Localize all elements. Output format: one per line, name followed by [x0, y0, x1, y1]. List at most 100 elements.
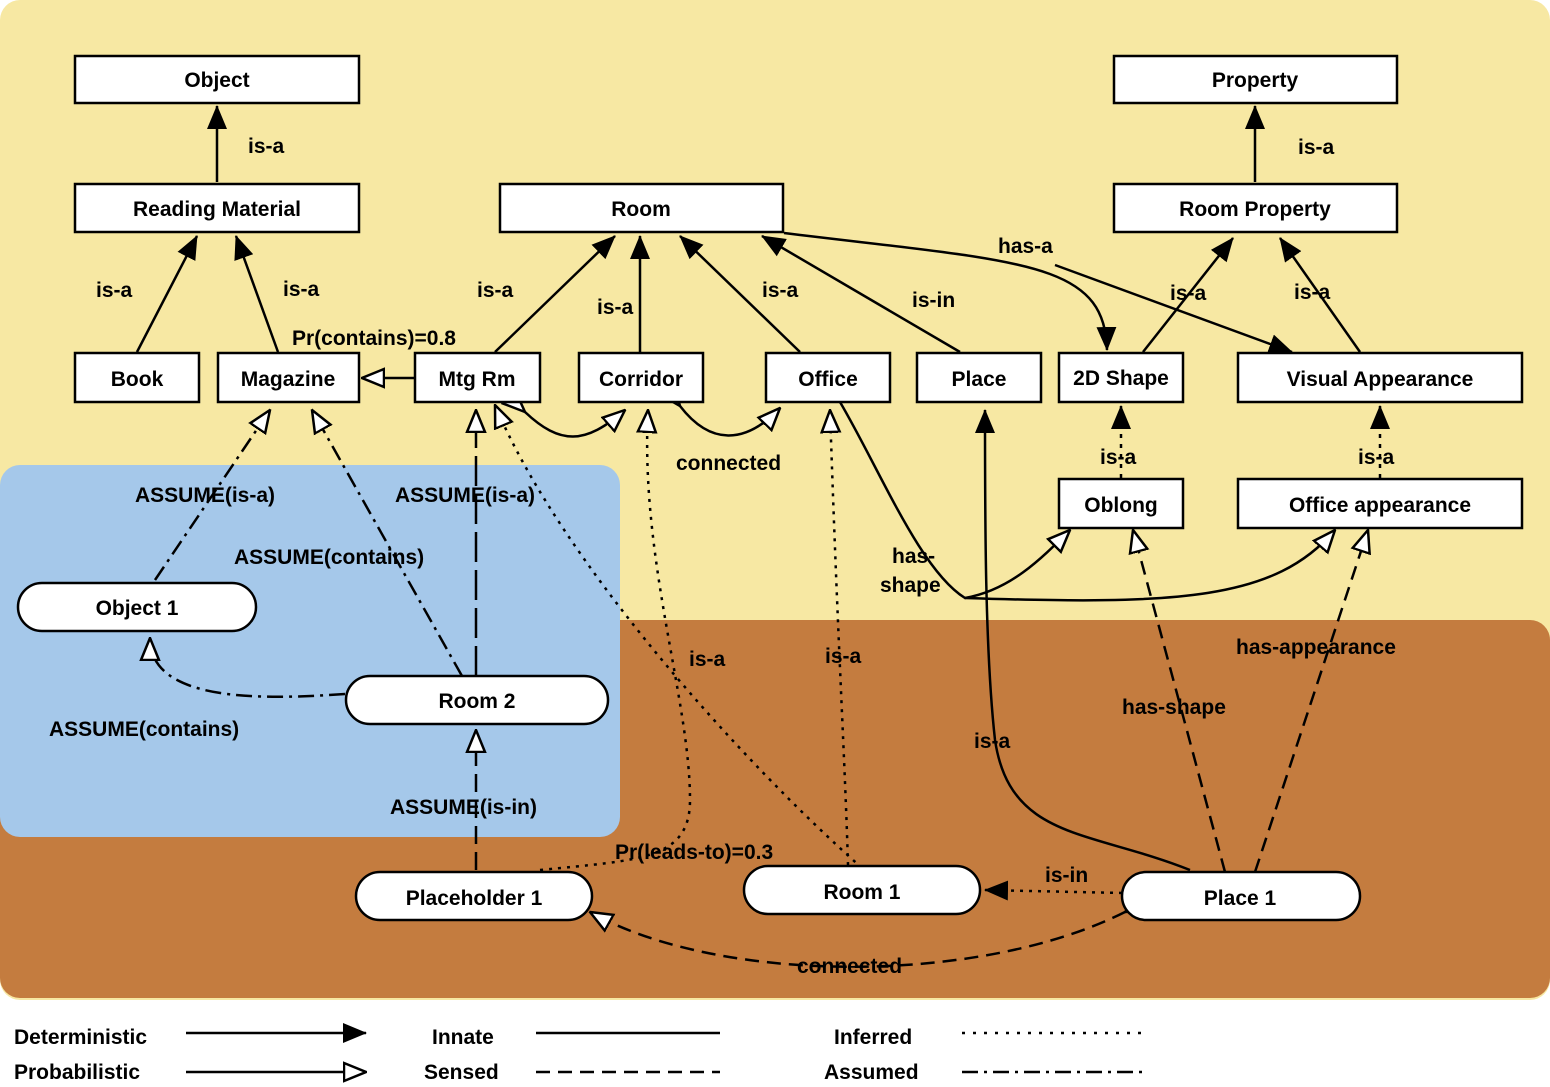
label-assume-contains-top: ASSUME(contains) — [234, 546, 424, 569]
label-assume-contains-bottom: ASSUME(contains) — [49, 718, 239, 741]
legend-innate-label: Innate — [432, 1026, 494, 1049]
node-oblong-label: Oblong — [1084, 494, 1157, 517]
label-pr-leads-to: Pr(leads-to)=0.3 — [615, 841, 773, 864]
label-isa-object: is-a — [248, 135, 285, 158]
conversational-layer-region — [0, 465, 620, 837]
legend-sensed-label: Sensed — [424, 1061, 499, 1084]
edge-magazine-isa-reading-material — [234, 235, 280, 353]
node-place[interactable]: Place — [915, 351, 1043, 404]
label-isa-corridor: is-a — [597, 296, 634, 319]
edge-office-isa-room — [679, 235, 801, 353]
edge-visual-isa-room-property — [1278, 237, 1362, 353]
node-object-label: Object — [184, 69, 249, 92]
label-isa-property: is-a — [1298, 136, 1335, 159]
edge-room2-assume-contains-object1 — [150, 638, 346, 699]
node-room-property[interactable]: Room Property — [1112, 182, 1399, 234]
label-isa-room1-corridor: is-a — [689, 648, 726, 671]
label-assume-isin: ASSUME(is-in) — [390, 796, 537, 819]
edge-place1-isa-place — [975, 409, 1191, 872]
edge-place-isin-room — [761, 234, 961, 354]
node-reading-material[interactable]: Reading Material — [73, 182, 361, 234]
legend-assumed-label: Assumed — [824, 1061, 919, 1084]
edge-mtgrm-isa-room — [494, 235, 616, 353]
node-place-1-label: Place 1 — [1204, 887, 1277, 910]
node-object[interactable]: Object — [73, 54, 361, 105]
node-office-appearance[interactable]: Office appearance — [1236, 477, 1524, 530]
node-room-property-label: Room Property — [1179, 198, 1331, 221]
edge-room1-isa-mtgrm — [495, 405, 863, 869]
label-isa-2dshape: is-a — [1170, 282, 1207, 305]
node-corridor[interactable]: Corridor — [577, 351, 705, 404]
label-isa-visual: is-a — [1294, 281, 1331, 304]
label-has-shape-place1: has-shape — [1122, 696, 1226, 719]
edge-room2-assume-contains-magazine — [312, 410, 464, 677]
label-has-appearance: has-appearance — [1236, 636, 1396, 659]
label-isa-room1-office: is-a — [825, 645, 862, 668]
node-room-1[interactable]: Room 1 — [742, 864, 982, 916]
legend-deterministic-label: Deterministic — [14, 1026, 147, 1049]
label-has-shape-office-1: has- — [892, 545, 935, 568]
node-visual-appearance-label: Visual Appearance — [1287, 368, 1474, 391]
legend: Deterministic Probabilistic Innate Sense… — [14, 1023, 1142, 1084]
node-property[interactable]: Property — [1112, 54, 1399, 105]
edge-place1-connected-placeholder1 — [590, 912, 1125, 968]
label-connected-bottom: connected — [797, 955, 902, 978]
node-corridor-label: Corridor — [599, 368, 683, 391]
edge-object1-assume-isa-magazine — [153, 410, 270, 581]
node-place-label: Place — [952, 368, 1007, 391]
label-isa-office: is-a — [762, 279, 799, 302]
edge-office-has-shape — [838, 401, 1070, 600]
node-2d-shape-label: 2D Shape — [1073, 367, 1169, 390]
node-room-2-label: Room 2 — [438, 690, 515, 713]
label-isin-room1: is-in — [1045, 864, 1088, 887]
node-property-label: Property — [1212, 69, 1299, 92]
edge-2dshape-isa-room-property — [1142, 237, 1234, 353]
label-isa-book: is-a — [96, 279, 133, 302]
node-oblong[interactable]: Oblong — [1057, 477, 1185, 530]
node-mtg-rm[interactable]: Mtg Rm — [413, 351, 542, 404]
label-has-shape-office-2: shape — [880, 574, 941, 597]
edge-place1-has-shape-oblong — [1133, 530, 1227, 873]
node-magazine[interactable]: Magazine — [216, 351, 361, 404]
node-placeholder-1-label: Placeholder 1 — [406, 887, 543, 910]
label-isin-place: is-in — [912, 289, 955, 312]
node-object-1[interactable]: Object 1 — [16, 581, 258, 633]
label-isa-magazine: is-a — [283, 278, 320, 301]
node-office-appearance-label: Office appearance — [1289, 494, 1471, 517]
edge-placeholder-leads-to-corridor — [539, 410, 692, 872]
node-2d-shape[interactable]: 2D Shape — [1057, 351, 1185, 404]
node-room-1-label: Room 1 — [823, 881, 900, 904]
label-hasa-room: has-a — [998, 235, 1053, 258]
label-assume-isa-room: ASSUME(is-a) — [395, 484, 535, 507]
node-visual-appearance[interactable]: Visual Appearance — [1236, 351, 1524, 404]
label-assume-isa-obj: ASSUME(is-a) — [135, 484, 275, 507]
edge-place1-has-appearance — [1253, 530, 1368, 873]
node-magazine-label: Magazine — [241, 368, 336, 391]
edge-corridor-office-connected — [680, 406, 780, 437]
node-reading-material-label: Reading Material — [133, 198, 301, 221]
legend-inferred-label: Inferred — [834, 1026, 912, 1049]
node-room[interactable]: Room — [498, 182, 785, 234]
legend-probabilistic-label: Probabilistic — [14, 1061, 140, 1084]
node-room-2[interactable]: Room 2 — [344, 674, 610, 726]
edge-room-hasa-2dshape — [783, 231, 1117, 351]
node-object-1-label: Object 1 — [96, 597, 179, 620]
node-office-label: Office — [798, 368, 858, 391]
edge-room-hasa-visual-appearance — [1054, 263, 1293, 354]
edge-office-has-appearance — [964, 530, 1335, 602]
edge-mtgrm-corridor-connected — [525, 410, 625, 438]
label-isa-mtgrm: is-a — [477, 279, 514, 302]
node-book[interactable]: Book — [73, 351, 201, 404]
node-place-1[interactable]: Place 1 — [1120, 870, 1362, 922]
node-placeholder-1[interactable]: Placeholder 1 — [354, 870, 594, 922]
label-pr-contains: Pr(contains)=0.8 — [292, 327, 456, 350]
label-isa-place1: is-a — [974, 730, 1011, 753]
label-isa-officeapp: is-a — [1358, 446, 1395, 469]
label-connected-top: connected — [676, 452, 781, 475]
label-isa-oblong: is-a — [1100, 446, 1137, 469]
edge-book-isa-reading-material — [135, 235, 199, 353]
node-office[interactable]: Office — [764, 351, 892, 404]
node-room-label: Room — [611, 198, 671, 221]
node-mtg-rm-label: Mtg Rm — [439, 368, 516, 391]
